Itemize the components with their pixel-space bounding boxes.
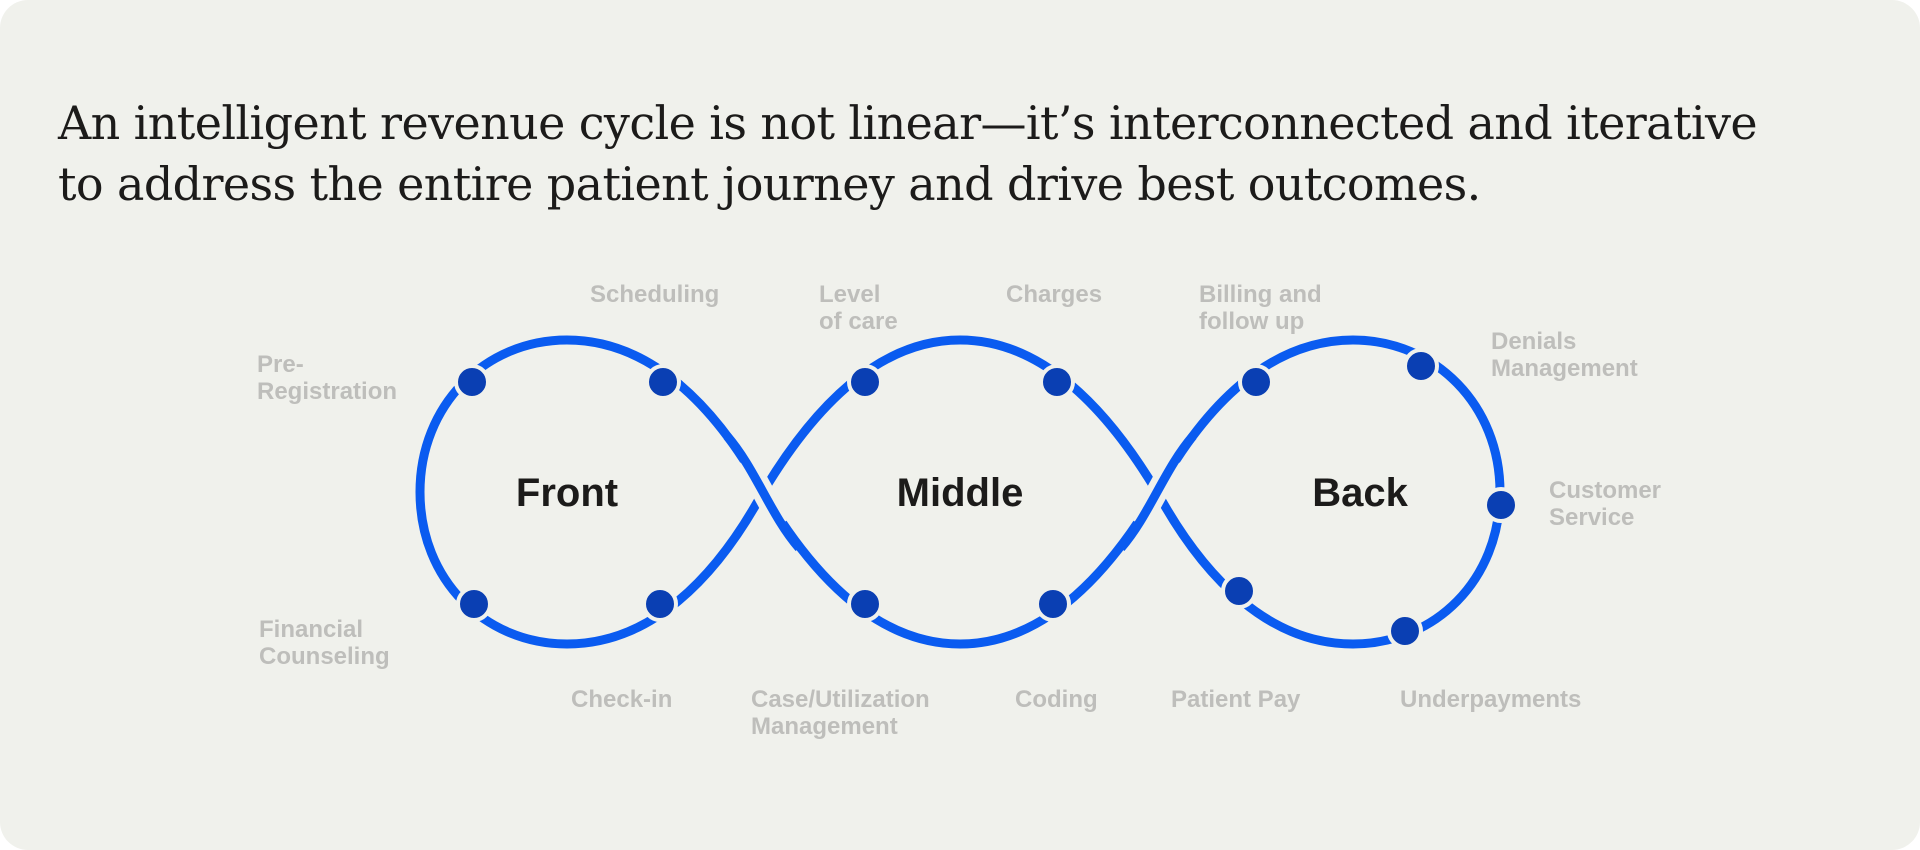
- node-denials: [1403, 348, 1439, 384]
- label-pre-registration-line-1: Pre-: [257, 351, 304, 378]
- label-underpayments: Underpayments: [1400, 686, 1581, 713]
- step-labels: Pre- Registration Scheduling Level of ca…: [257, 281, 1668, 740]
- headline: An intelligent revenue cycle is not line…: [58, 93, 1758, 215]
- label-customer-service-line-2: Service: [1549, 504, 1634, 531]
- label-scheduling: Scheduling: [590, 281, 719, 308]
- label-financial-counseling: Financial Counseling: [259, 616, 390, 670]
- node-billing: [1238, 364, 1274, 400]
- node-scheduling: [645, 364, 681, 400]
- crossing-overstrand-left: [723, 433, 803, 551]
- label-scheduling-line-1: Scheduling: [590, 281, 719, 308]
- label-level-of-care: Level of care: [819, 281, 898, 335]
- label-level-of-care-line-2: of care: [819, 308, 898, 335]
- node-check-in: [642, 586, 678, 622]
- front-loop: [415, 335, 767, 649]
- node-patient-pay: [1221, 573, 1257, 609]
- label-patient-pay-line-1: Patient Pay: [1171, 686, 1301, 713]
- label-coding-line-1: Coding: [1015, 686, 1098, 713]
- label-pre-registration-line-2: Registration: [257, 378, 397, 405]
- node-financial-counseling: [456, 586, 492, 622]
- node-underpayments: [1387, 613, 1423, 649]
- stage-labels: Front Middle Back: [516, 471, 1409, 515]
- node-customer-service: [1483, 487, 1519, 523]
- node-pre-registration: [454, 364, 490, 400]
- label-customer-service: Customer Service: [1549, 477, 1668, 531]
- crossing-overstrand-right: [1117, 433, 1197, 551]
- headline-line-2: to address the entire patient journey an…: [58, 157, 1481, 211]
- label-level-of-care-line-1: Level: [819, 281, 880, 308]
- node-case-management: [847, 586, 883, 622]
- label-case-management: Case/Utilization Management: [751, 686, 936, 740]
- node-level-of-care: [847, 364, 883, 400]
- label-patient-pay: Patient Pay: [1171, 686, 1301, 713]
- node-coding: [1035, 586, 1071, 622]
- label-case-management-line-2: Management: [751, 713, 898, 740]
- label-underpayments-line-1: Underpayments: [1400, 686, 1581, 713]
- node-charges: [1039, 364, 1075, 400]
- label-charges-line-1: Charges: [1006, 281, 1102, 308]
- label-financial-counseling-line-2: Counseling: [259, 643, 390, 670]
- label-denials-line-2: Management: [1491, 355, 1638, 382]
- label-billing-line-1: Billing and: [1199, 281, 1322, 308]
- headline-line-1: An intelligent revenue cycle is not line…: [58, 96, 1758, 150]
- label-pre-registration: Pre- Registration: [257, 351, 397, 405]
- stage-back: Back: [1312, 471, 1408, 515]
- label-denials-line-1: Denials: [1491, 328, 1576, 355]
- label-denials: Denials Management: [1491, 328, 1638, 382]
- label-customer-service-line-1: Customer: [1549, 477, 1661, 504]
- step-nodes: [454, 348, 1519, 649]
- label-billing: Billing and follow up: [1199, 281, 1328, 335]
- label-case-management-line-1: Case/Utilization: [751, 686, 930, 713]
- label-financial-counseling-line-1: Financial: [259, 616, 363, 643]
- stage-middle: Middle: [897, 471, 1024, 515]
- label-check-in-line-1: Check-in: [571, 686, 672, 713]
- stage-front: Front: [516, 471, 618, 515]
- label-check-in: Check-in: [571, 686, 672, 713]
- label-billing-line-2: follow up: [1199, 308, 1304, 335]
- label-charges: Charges: [1006, 281, 1102, 308]
- label-coding: Coding: [1015, 686, 1098, 713]
